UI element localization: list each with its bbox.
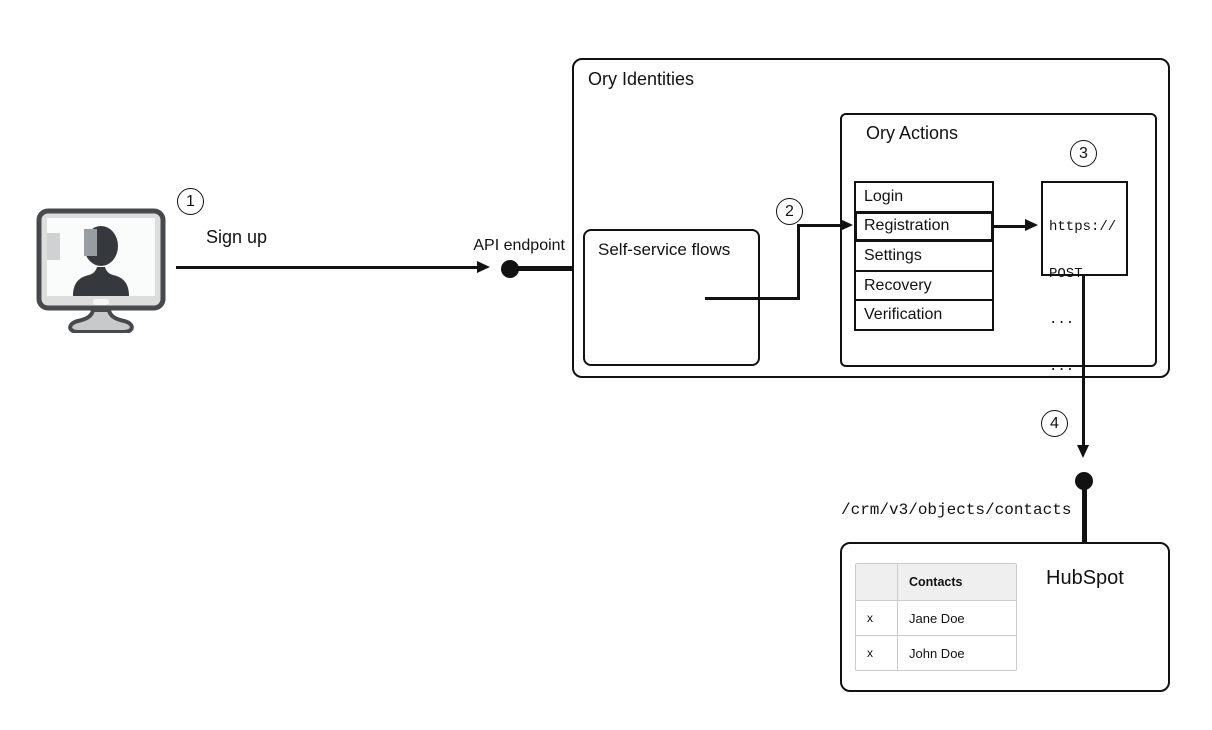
ory-identities-box [572,58,1170,378]
step-1-badge: 1 [177,188,204,215]
contact-name-cell: John Doe [897,636,1016,670]
crm-endpoint-connector-line [1082,489,1087,543]
contact-mark-cell: x [867,646,873,660]
step-3-badge: 3 [1070,140,1097,167]
contacts-table-header-row: Contacts [856,564,1016,600]
crm-endpoint-path-label: /crm/v3/objects/contacts [841,501,1072,519]
api-endpoint-connector-line [511,266,572,271]
webhook-hubspot-arrowhead-icon [1077,445,1089,458]
contact-mark-cell: x [867,611,873,625]
self-service-flow-list: Login Registration Settings Recovery Ver… [854,181,994,331]
elbow-connector-vertical [797,224,800,299]
crm-endpoint-node-dot [1075,472,1093,490]
flow-row-verification: Verification [856,299,992,329]
ory-identities-title: Ory Identities [588,69,695,89]
contacts-table: Contacts x Jane Doe x John Doe [855,563,1017,671]
self-service-flows-title: Self-service flows [598,240,731,259]
contacts-table-row: x Jane Doe [856,600,1016,635]
signup-arrow-line [176,266,478,269]
code-line: ... [1049,358,1075,375]
contacts-table-row: x John Doe [856,635,1016,670]
registration-webhook-arrow-line [993,225,1026,228]
signup-label: Sign up [206,227,268,247]
api-endpoint-node-dot [501,260,519,278]
contacts-table-header-cell: Contacts [897,564,1016,600]
hubspot-title: HubSpot [1046,567,1124,589]
contacts-table-header-empty-cell [856,564,897,600]
api-endpoint-label: API endpoint [473,237,565,254]
code-line: ... [1049,312,1075,328]
flow-row-registration: Registration [856,210,992,241]
contact-name-cell: Jane Doe [897,601,1016,635]
registration-webhook-arrowhead-icon [1025,219,1038,231]
ory-actions-box [840,113,1157,367]
ory-actions-title: Ory Actions [866,123,959,143]
code-line: https:// [1049,219,1117,235]
user-computer-icon [36,208,166,333]
flow-row-recovery: Recovery [856,269,992,300]
step-4-badge: 4 [1041,410,1068,437]
code-line: POST [1049,265,1083,282]
elbow-connector-horizontal-2 [799,224,841,227]
webhook-hubspot-arrow-line [1082,276,1085,447]
signup-arrowhead-icon [477,261,490,273]
elbow-connector-horizontal-1 [705,297,800,300]
step-2-badge: 2 [776,198,803,225]
flow-row-login: Login [864,187,904,205]
self-service-flows-box [583,229,760,366]
elbow-arrowhead-icon [840,219,853,231]
webhook-code-box: https:// POST ... ... [1041,181,1128,374]
flow-row-settings: Settings [856,240,992,270]
